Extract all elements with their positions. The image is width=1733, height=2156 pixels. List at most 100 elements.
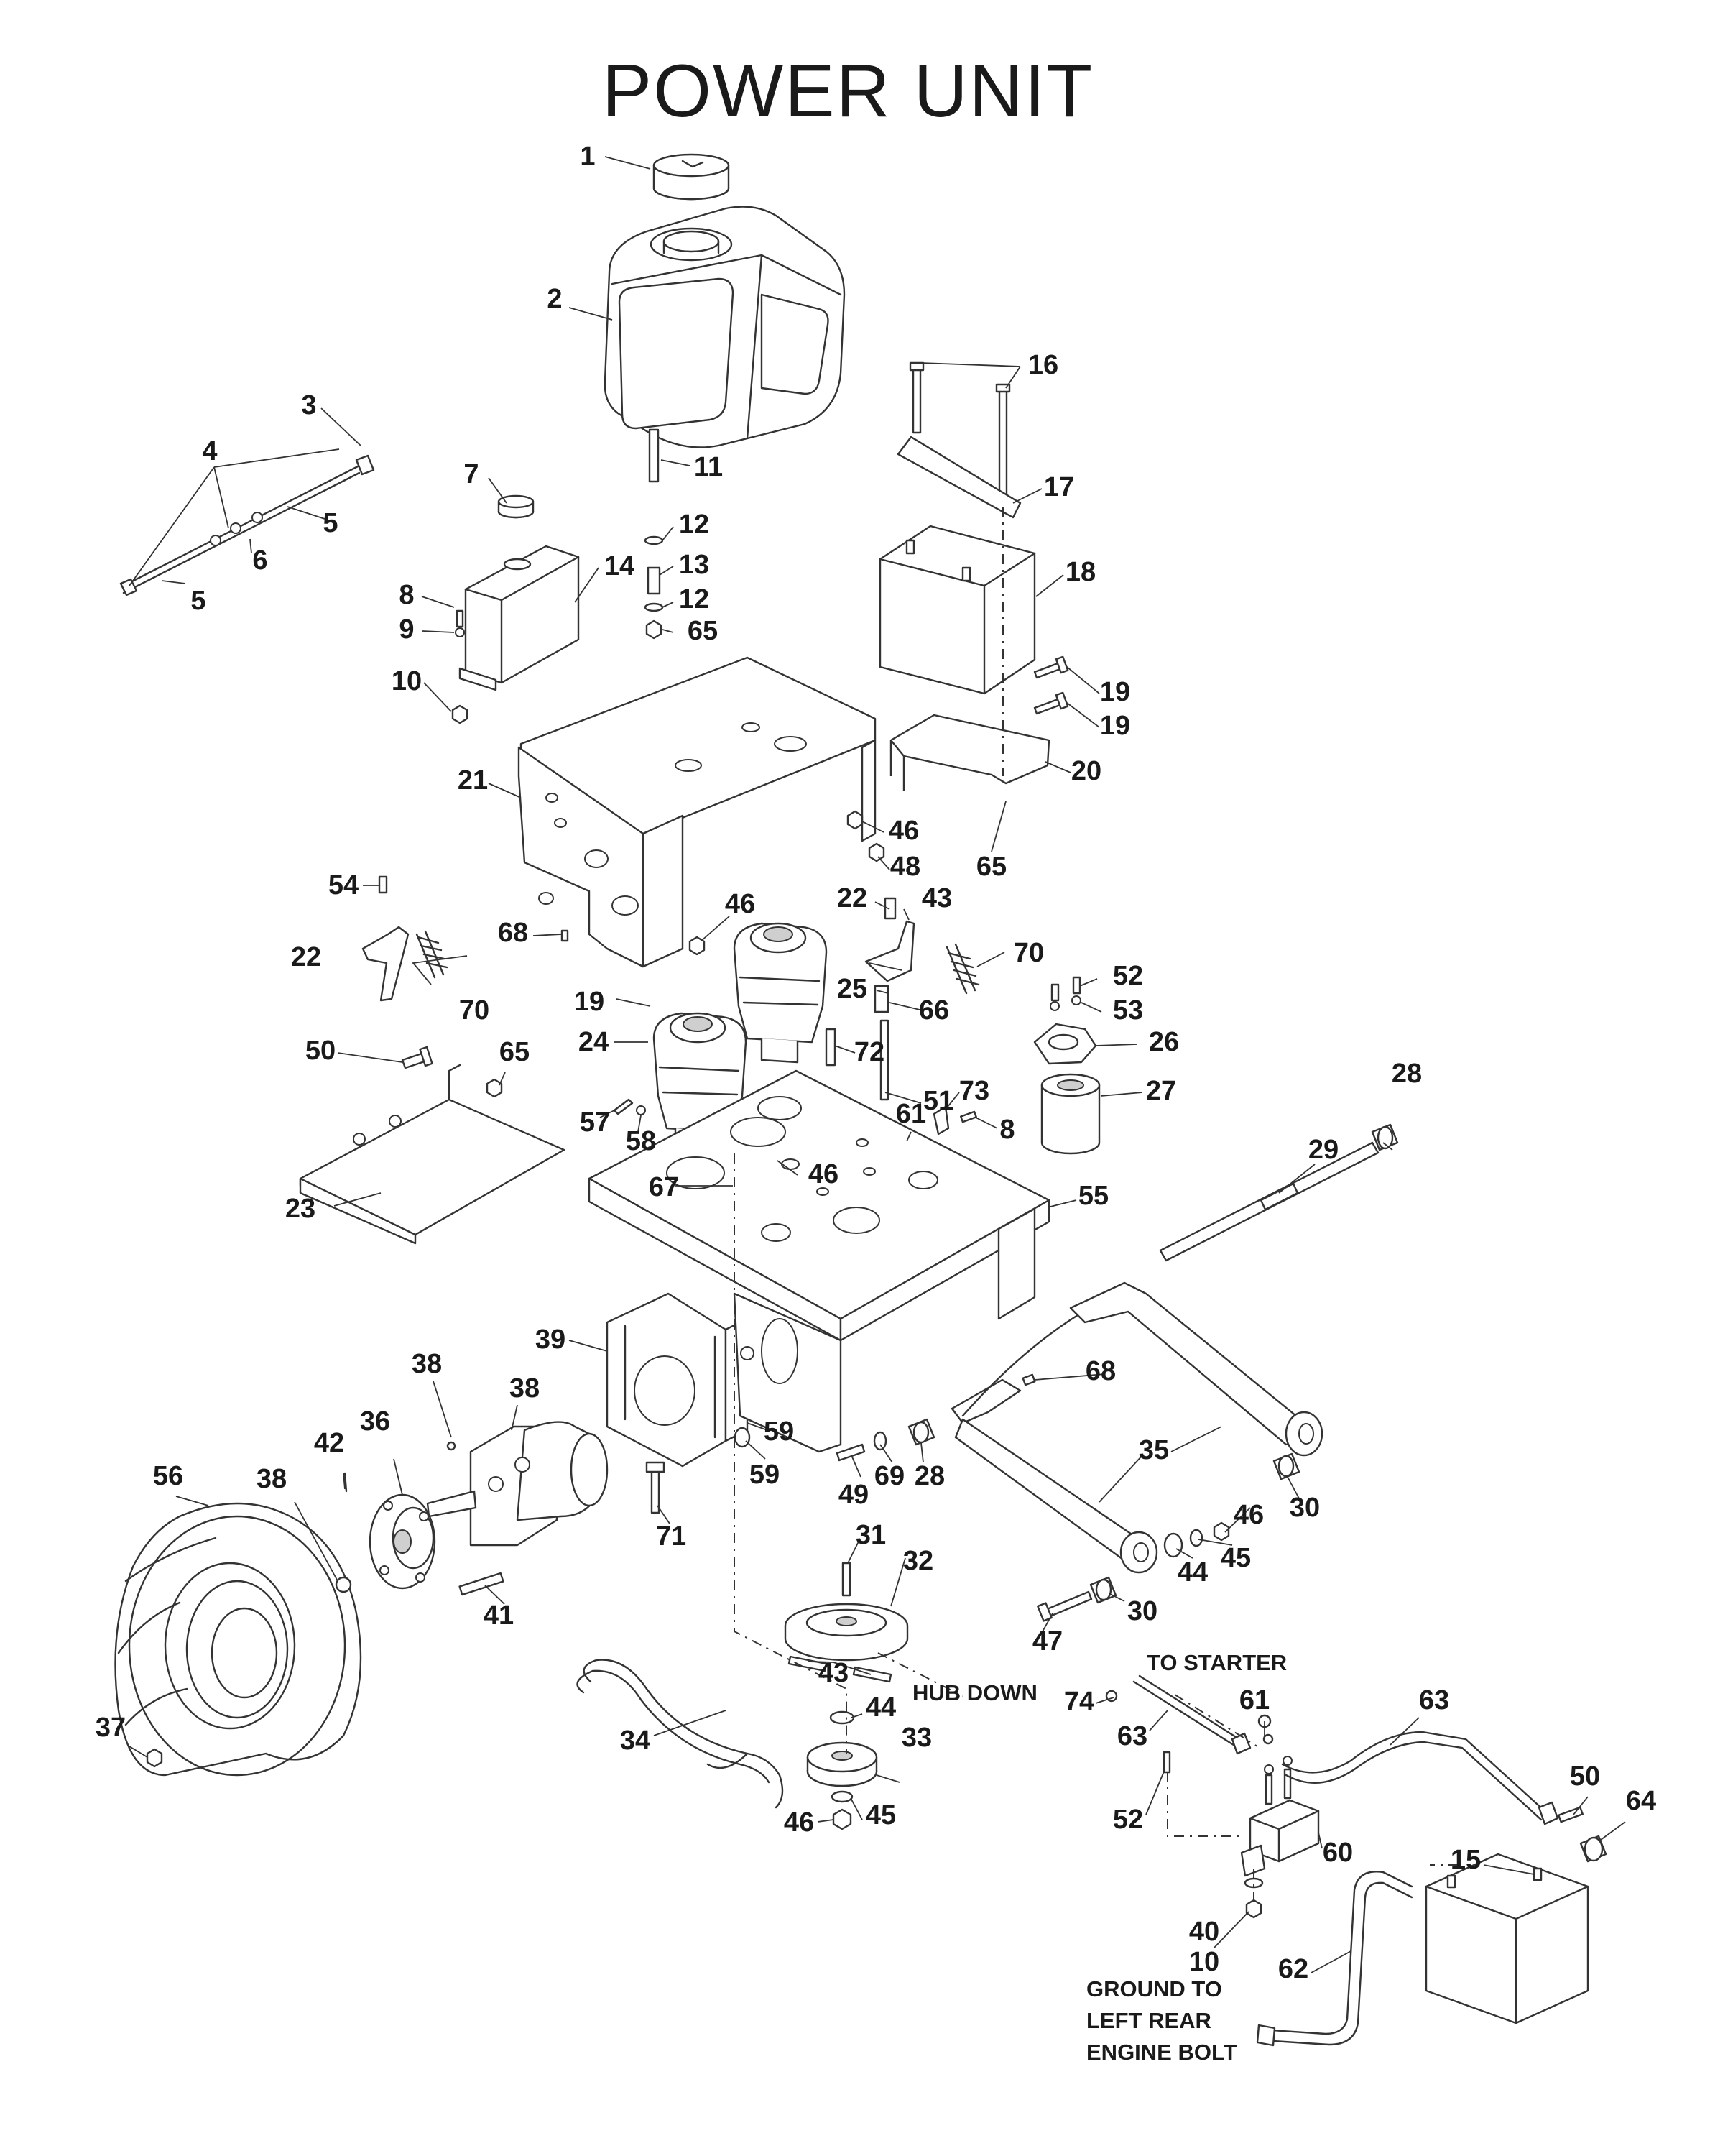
callout-25: 25 (837, 974, 867, 1004)
part-washers-59-bolt-71 (645, 1427, 751, 1514)
callout-55: 55 (1078, 1181, 1109, 1211)
part-battery-lower (1425, 1853, 1589, 2024)
part-hydro-pumps (652, 922, 828, 1153)
part-battery-upper (879, 525, 1036, 695)
part-pivot-shaft (1159, 1123, 1399, 1262)
part-connector-61 (1257, 1714, 1274, 1745)
callout-47: 47 (1032, 1626, 1063, 1657)
part-side-plate (606, 1292, 749, 1468)
leader-lines (129, 156, 1626, 1973)
part-pump-arm-left (361, 875, 448, 1002)
callout-61a: 61 (896, 1099, 926, 1129)
part-tire (114, 1502, 362, 1777)
callout-63b: 63 (1117, 1721, 1147, 1751)
callout-33: 33 (902, 1723, 932, 1753)
callout-34: 34 (620, 1726, 650, 1756)
callout-39: 39 (535, 1325, 565, 1355)
note-ground-line2: LEFT REAR (1086, 2008, 1211, 2033)
callout-10b: 10 (1189, 1947, 1219, 1977)
part-pivot-hardware (836, 1418, 935, 1462)
callout-71: 71 (656, 1521, 686, 1552)
part-wheel-hub (343, 1472, 436, 1590)
callout-23: 23 (285, 1194, 315, 1224)
part-screw-washer-nut (451, 609, 468, 724)
callout-56: 56 (153, 1461, 183, 1491)
part-idler-pulley (806, 1710, 878, 1830)
part-fuel-cap (652, 153, 730, 201)
callout-65b: 65 (976, 852, 1007, 882)
callout-44a: 44 (1178, 1557, 1208, 1588)
callout-19b: 19 (1100, 711, 1130, 741)
callout-72: 72 (854, 1037, 884, 1067)
callout-43a: 43 (922, 883, 952, 913)
callout-50b: 50 (1570, 1761, 1600, 1792)
callout-21: 21 (458, 765, 488, 796)
callout-51: 51 (923, 1086, 953, 1116)
callout-48: 48 (890, 852, 920, 882)
callout-46a: 46 (889, 816, 919, 846)
part-drive-pulley (784, 1562, 909, 1662)
callout-38a: 38 (412, 1349, 442, 1379)
callout-5a: 5 (323, 508, 338, 538)
callout-22b: 22 (291, 942, 321, 972)
part-pump-arm-right (864, 897, 980, 1013)
callout-numbers: 1 2 3 4 5 5 6 7 8 9 10 11 12 13 12 65 14… (96, 142, 1656, 1984)
callout-42: 42 (314, 1428, 344, 1458)
callout-3: 3 (301, 390, 316, 420)
part-stud-stack (644, 428, 664, 640)
callout-28a: 28 (1392, 1059, 1422, 1089)
callout-6: 6 (252, 545, 267, 576)
part-battery-cables (1105, 1674, 1559, 1825)
callout-30b: 30 (1127, 1596, 1157, 1626)
centerlines (734, 507, 1459, 1904)
callout-61b: 61 (1239, 1685, 1270, 1715)
callout-46c: 46 (808, 1159, 838, 1189)
callout-65a: 65 (688, 616, 718, 646)
part-terminal-bolt-cap (1558, 1806, 1607, 1863)
callout-19c: 19 (574, 987, 604, 1017)
diagram-notes: HUB DOWN TO STARTER GROUND TO LEFT REAR … (912, 1650, 1287, 2065)
callout-4: 4 (202, 436, 217, 466)
part-hold-down-bracket (897, 436, 1022, 519)
callout-58: 58 (626, 1126, 656, 1156)
callout-27: 27 (1146, 1076, 1176, 1106)
callout-16: 16 (1028, 350, 1058, 380)
part-grease-fittings (560, 929, 1036, 1386)
callout-29: 29 (1308, 1135, 1339, 1165)
callout-32: 32 (903, 1546, 933, 1576)
callout-70b: 70 (459, 995, 489, 1026)
callout-41: 41 (484, 1600, 514, 1631)
part-belt-guard (299, 1046, 565, 1245)
part-oil-filter (1040, 1073, 1101, 1155)
callout-70a: 70 (1014, 938, 1044, 968)
note-ground-line1: GROUND TO (1086, 1976, 1222, 2001)
callout-53: 53 (1113, 995, 1143, 1026)
callout-20: 20 (1071, 756, 1101, 786)
callout-45b: 45 (866, 1800, 896, 1830)
callout-49: 49 (838, 1480, 869, 1510)
part-starter-solenoid (1163, 1751, 1320, 1919)
callout-65c: 65 (499, 1037, 530, 1067)
callout-68a: 68 (498, 918, 528, 948)
diagram-title: POWER UNIT (602, 50, 1094, 133)
part-filter-head (1033, 976, 1097, 1065)
note-hub-down: HUB DOWN (912, 1680, 1038, 1705)
callout-31: 31 (856, 1520, 886, 1550)
part-hold-down-bolts (909, 361, 1011, 506)
part-frame-nuts (688, 810, 885, 956)
note-ground-line3: ENGINE BOLT (1086, 2040, 1237, 2065)
callout-37: 37 (96, 1713, 126, 1743)
part-axle-hardware (1037, 1452, 1300, 1622)
part-hydraulic-reservoir (458, 545, 580, 691)
part-lower-frame-side (733, 1292, 842, 1453)
callout-67: 67 (649, 1172, 679, 1202)
note-to-starter: TO STARTER (1147, 1650, 1287, 1675)
callout-43b: 43 (818, 1658, 849, 1688)
callout-59a: 59 (764, 1416, 794, 1447)
callout-38b: 38 (509, 1373, 540, 1404)
part-wheel-motor (426, 1421, 609, 1547)
callout-19a: 19 (1100, 677, 1130, 707)
callout-46e: 46 (784, 1807, 814, 1838)
callout-68b: 68 (1086, 1356, 1116, 1386)
callout-69: 69 (874, 1461, 905, 1491)
